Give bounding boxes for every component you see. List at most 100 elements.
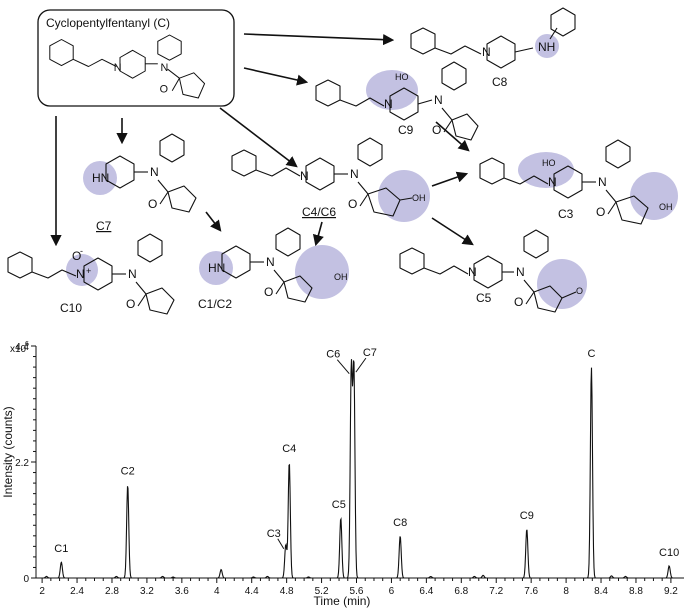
svg-text:HO: HO [542,158,556,168]
svg-text:HN: HN [208,261,225,275]
svg-text:O: O [126,297,135,311]
svg-text:O: O [148,197,157,211]
x-tick-label: 6.4 [419,586,433,597]
peak-label-c4: C4 [282,443,296,455]
svg-text:6: 6 [25,341,29,348]
peak-leader-line [355,357,367,373]
x-tick-label: 2.4 [70,586,84,597]
label-c7: C7 [96,219,112,233]
x-axis-title: Time (min) [314,594,371,608]
svg-text:OH: OH [412,193,426,203]
arrow-to-c4c6 [219,107,298,168]
arrow-c7-to-c1c2 [205,211,222,232]
x-tick-label: 7.2 [489,586,503,597]
x-tick-label: 5.6 [350,586,364,597]
peak-label-c8: C8 [393,517,407,529]
y-multiplier: x10 6 [10,341,29,355]
arrow-to-c9 [243,67,309,86]
svg-text:O: O [514,295,523,309]
parent-compound-title: Cyclopentylfentanyl (C) [46,16,170,30]
svg-text:OH: OH [659,202,673,212]
x-tick-label: 8.4 [594,586,608,597]
label-c10: C10 [60,301,82,315]
chromatogram-trace [36,359,684,579]
label-c4c6: C4/C6 [302,205,336,219]
peak-label-c3: C3 [267,528,281,540]
x-tick-label: 4 [214,586,220,597]
parent-compound-box [37,9,235,107]
svg-text:O: O [160,84,168,96]
arrow-to-c8 [243,33,395,46]
arrow-c4c6-to-c3 [431,171,469,187]
x-tick-label: 4.8 [280,586,294,597]
label-c5: C5 [476,291,492,305]
arrow-c4c6-to-c1c2 [312,221,324,247]
c4c6-highlight [378,170,430,222]
svg-text:OH: OH [334,272,348,282]
svg-text:NH: NH [538,40,555,54]
c1c2-highlight-amine [199,251,233,285]
peak-label-c10: C10 [659,547,679,559]
label-c3: C3 [558,207,574,221]
compound-c9: N HO N O C9 [315,61,479,141]
parent-compound: Cyclopentylfentanyl (C) N N O [37,9,235,107]
x-tick-label: 7.6 [524,586,538,597]
svg-text:N: N [266,255,275,269]
chart-axes [35,346,684,579]
x-tick-label: 4.4 [245,586,259,597]
y-tick-label: 0 [23,574,29,585]
peak-label-c9: C9 [520,510,534,522]
y-tick-label: 2.2 [15,458,29,469]
svg-text:N: N [128,267,137,281]
svg-text:O: O [576,286,583,296]
svg-text:N: N [76,267,85,281]
compound-c3: N HO N O OH C3 [479,139,678,225]
x-tick-label: 8 [563,586,569,597]
svg-text:N: N [161,62,169,74]
arrow-c4c6-to-c5 [431,217,474,246]
label-c8: C8 [492,75,508,89]
c7-highlight [83,161,117,195]
svg-text:N: N [150,165,159,179]
svg-text:-: - [80,246,83,256]
arrow-c9-to-c3 [435,121,470,152]
c9-highlight [366,70,418,110]
compound-c7: HN N O C7 [83,133,197,233]
peak-label-c6: C6 [326,349,340,361]
svg-text:N: N [598,175,607,189]
c8-highlight [535,34,559,58]
peak-leader-line [336,359,350,375]
x-tick-label: 6.8 [454,586,468,597]
c1c2-highlight-cyclopentyl [295,245,349,299]
c3-highlight-cyclopentyl [630,172,678,220]
peak-label-c: C [587,348,595,360]
label-c9: C9 [398,123,414,137]
svg-text:N: N [434,93,443,107]
x-tick-label: 6 [389,586,395,597]
peak-leader-line [277,538,285,550]
compound-c10: N + O - N O C10 [7,233,175,315]
c5-highlight [537,259,587,309]
svg-text:N: N [384,97,393,111]
y-axis-title: Intensity (counts) [1,406,15,497]
peak-label-c7: C7 [363,347,377,359]
compound-c5: N N O O C5 [399,229,587,313]
svg-text:N: N [114,62,122,74]
svg-text:N: N [300,169,309,183]
compound-c1c2: HN N O OH C1/C2 [198,227,349,311]
x-tick-label: 3.2 [140,586,154,597]
svg-text:O: O [264,285,273,299]
svg-text:+: + [86,266,91,276]
c3-highlight-ring [518,152,574,188]
svg-text:N: N [468,265,477,279]
svg-text:N: N [482,45,491,59]
x-tick-label: 8.8 [629,586,643,597]
svg-text:O: O [596,205,605,219]
peak-label-c5: C5 [332,499,346,511]
svg-text:x10: x10 [10,344,27,355]
x-tick-label: 3.6 [175,586,189,597]
y-axis-ticks: 02.24.4 [15,342,36,585]
peak-label-c2: C2 [121,466,135,478]
